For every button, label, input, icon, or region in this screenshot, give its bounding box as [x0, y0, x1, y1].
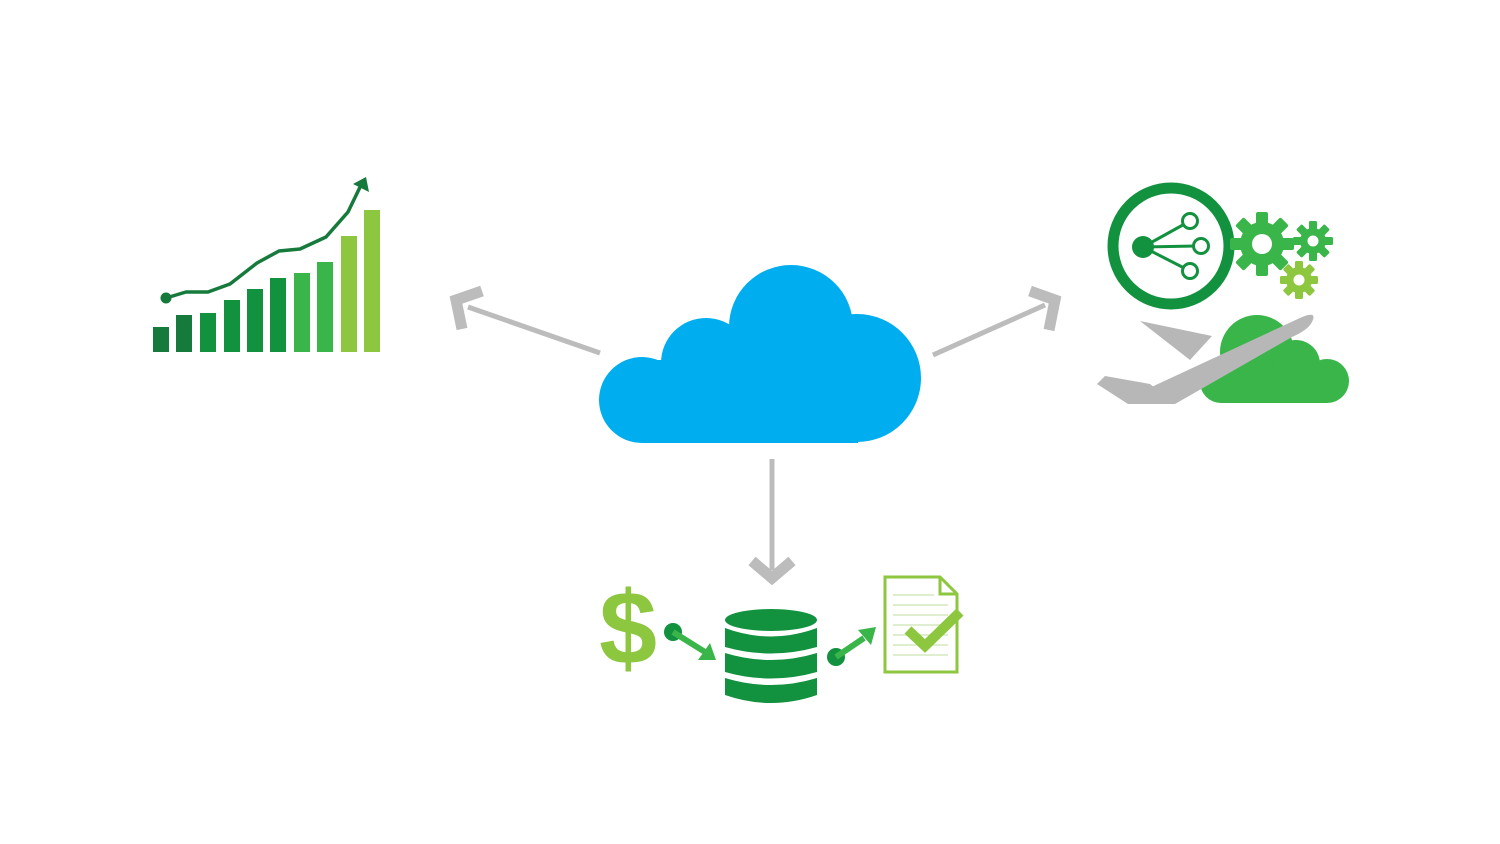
arrow-to-migration [931, 285, 1062, 358]
cloud-icon [599, 265, 921, 443]
gears-icon [1230, 212, 1333, 299]
migration-group [1097, 182, 1349, 404]
flow-arrow-in [664, 623, 716, 660]
airplane-icon [1097, 314, 1314, 404]
growth-bar-chart-icon [153, 177, 380, 352]
approved-document-icon [883, 575, 964, 674]
flow-arrow-out [827, 627, 876, 666]
billing-flow: $ [599, 571, 964, 703]
database-icon [725, 609, 817, 703]
gear-small-bottom [1280, 261, 1318, 299]
dollar-icon: $ [599, 571, 657, 687]
gear-small-top [1293, 221, 1333, 261]
network-hub-icon [1107, 182, 1235, 310]
gear-large [1230, 212, 1294, 276]
arrow-to-growth [449, 285, 601, 356]
arrow-to-billing [748, 459, 796, 586]
